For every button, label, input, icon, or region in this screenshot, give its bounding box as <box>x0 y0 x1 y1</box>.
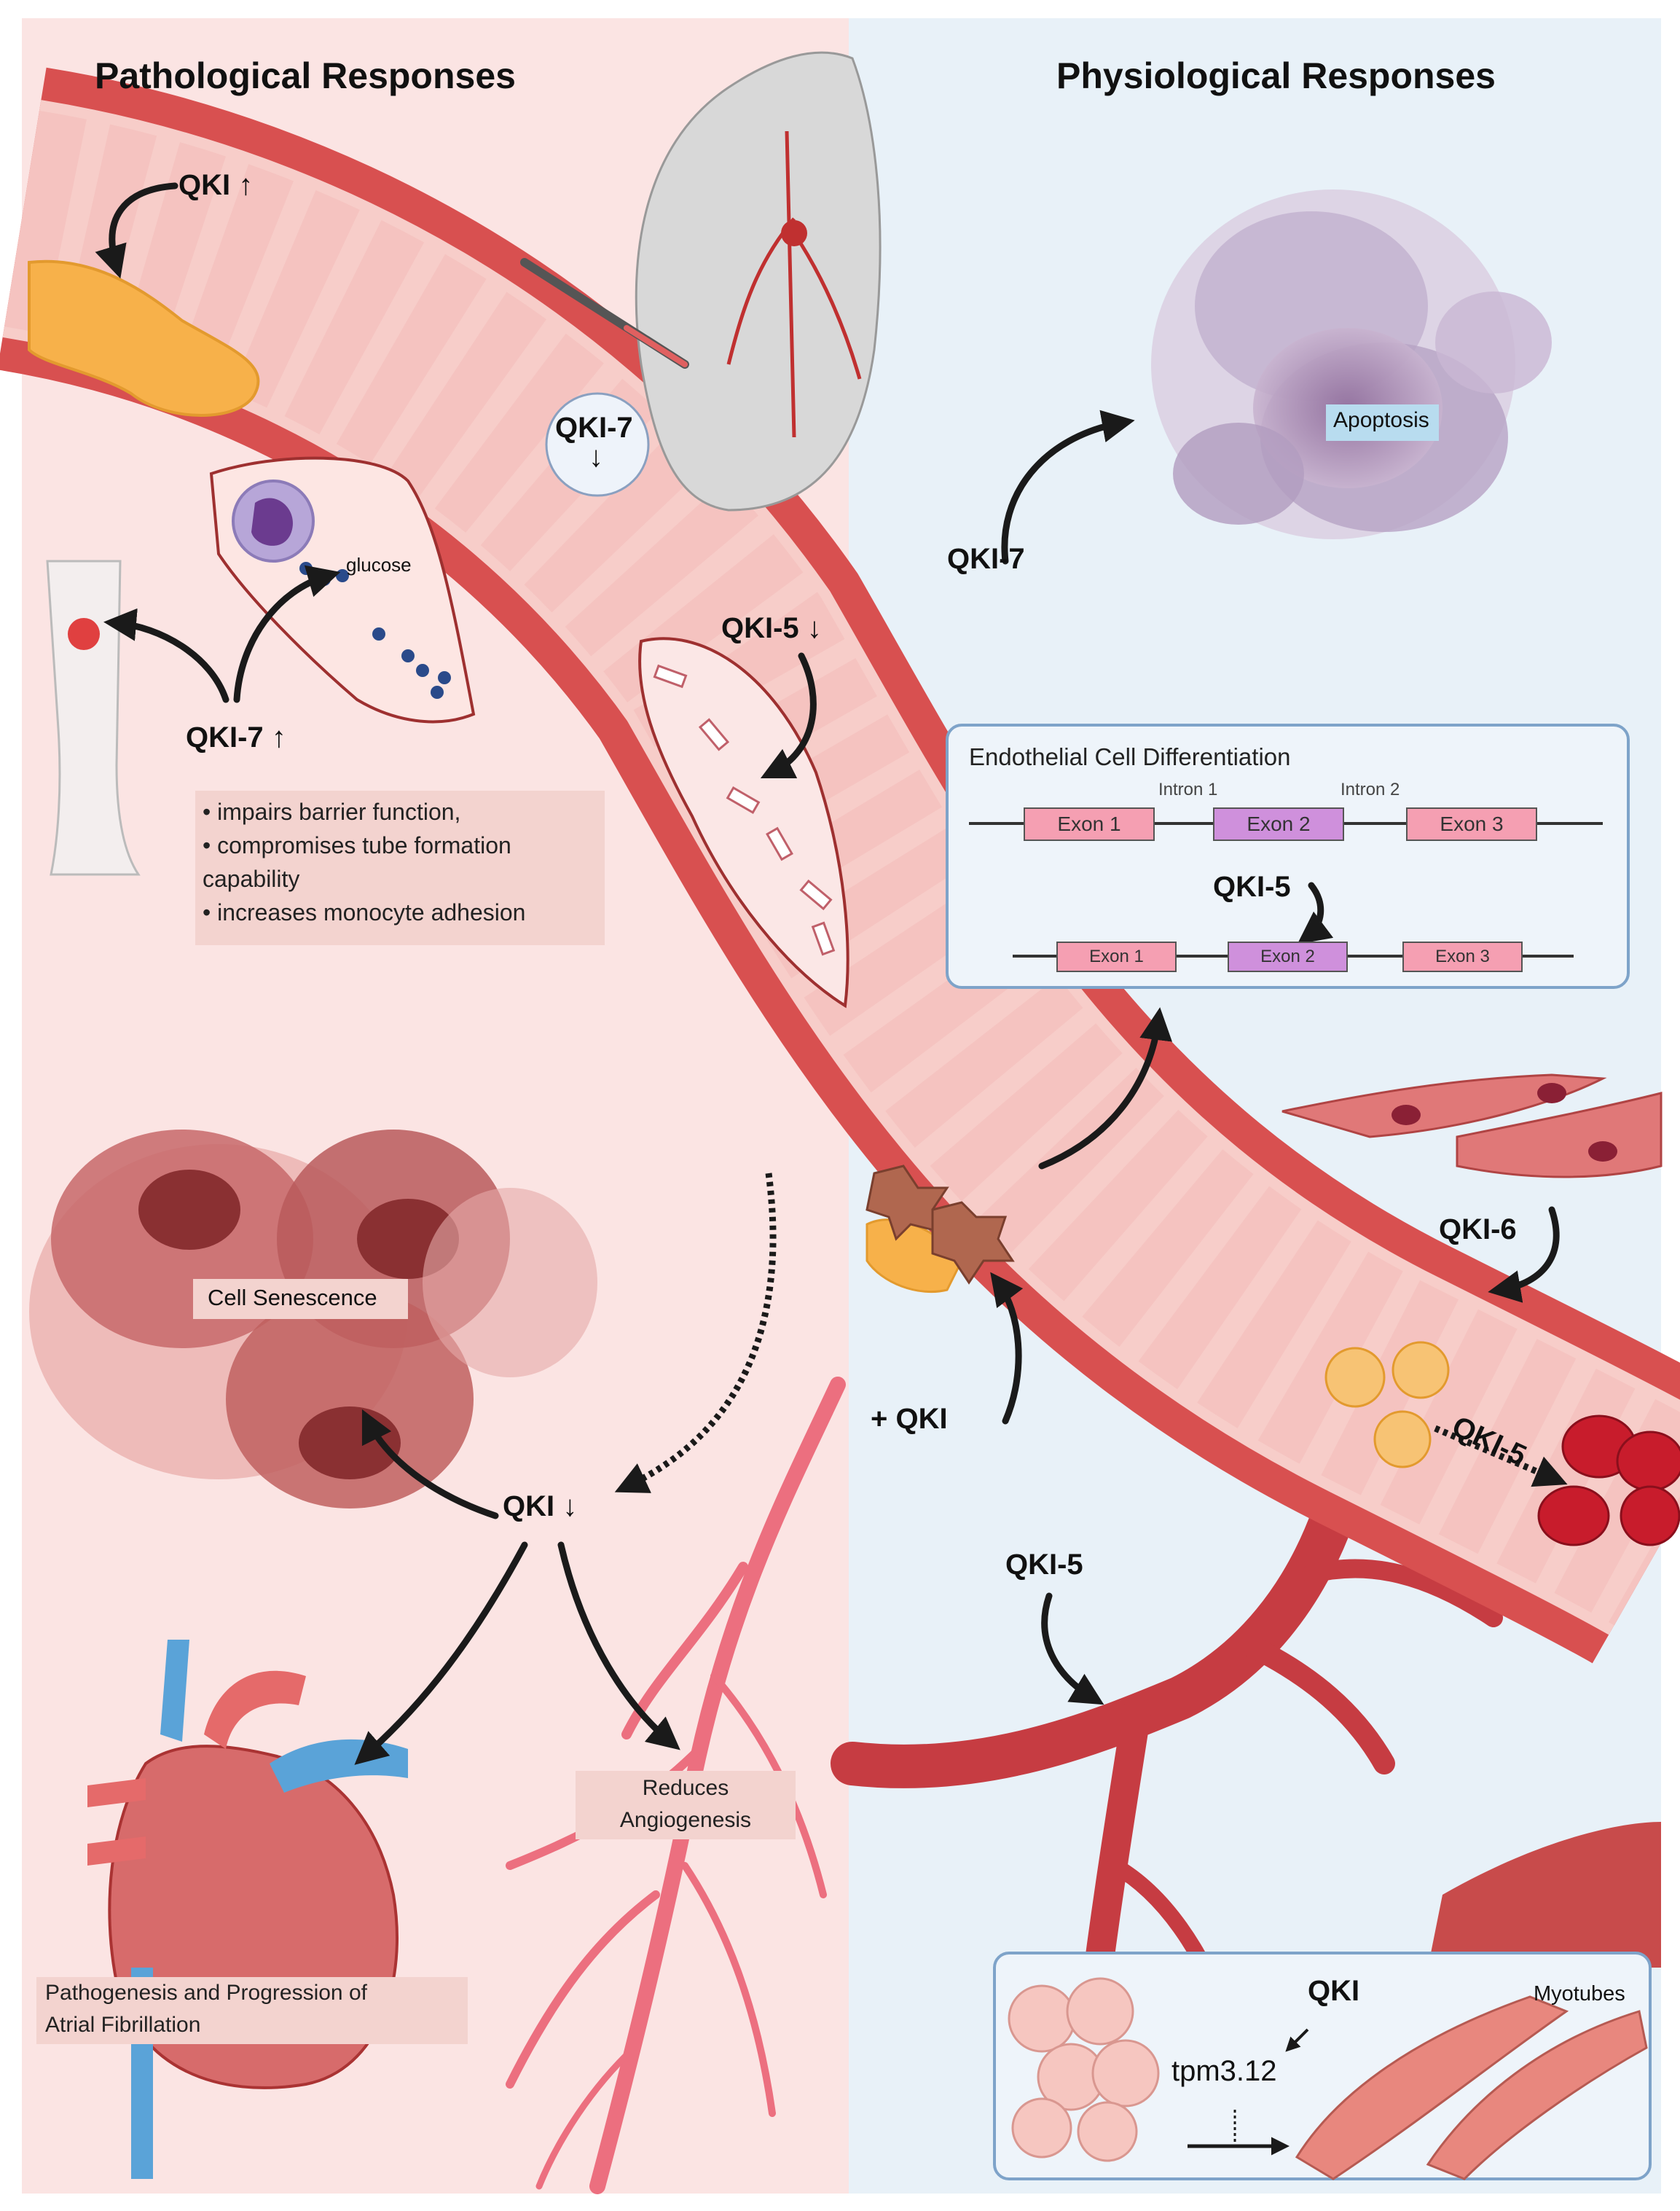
muscle-tissue <box>1428 1822 1661 1968</box>
apoptosis-label-box <box>1326 404 1439 441</box>
right-title: Physiological Responses <box>1056 55 1496 96</box>
label-qki7-mouse-arrow: ↓ <box>589 441 603 473</box>
orange-cell-top <box>28 259 260 417</box>
dotted-arrow-rbc <box>1434 1425 1568 1487</box>
qki7-mouse-circle <box>545 392 650 497</box>
reduces-angiogenesis-box: Reduces Angiogenesis <box>576 1771 796 1839</box>
mouse-heart <box>781 220 807 246</box>
impairs-box: • impairs barrier function, • compromise… <box>195 791 605 945</box>
label-tpm: tpm3.12 <box>1171 2055 1277 2087</box>
ecd-panel <box>946 724 1630 989</box>
qki-to-tpm-arrow <box>1285 2028 1309 2052</box>
label-glucose: glucose <box>346 554 412 576</box>
reduces-line-2: Angiogenesis <box>619 1808 752 1832</box>
qki5-inset <box>638 637 849 1009</box>
label-plus-qki: + QKI <box>871 1403 948 1435</box>
label-myotubes: Myotubes <box>1534 1982 1625 2005</box>
senescence-label-box <box>193 1279 408 1319</box>
blood-vessel-wall-inner-line <box>4 110 1680 1626</box>
impairs-line-3: capability <box>203 866 300 892</box>
impairs-line-1: • impairs barrier function, <box>203 799 461 825</box>
label-qki5-down: QKI-5 ↓ <box>721 612 822 644</box>
myotube-shapes <box>1295 1995 1648 2180</box>
monocyte-nucleus <box>251 498 293 546</box>
af-line-2: Atrial Fibrillation <box>45 2013 201 2037</box>
label-qki5-vessel: QKI-5 <box>1005 1549 1083 1581</box>
myoblast-cluster <box>1008 1977 1160 2162</box>
label-qki7-apoptosis: QKI-7 <box>947 543 1025 575</box>
af-line-1: Pathogenesis and Progression of <box>45 1981 367 2005</box>
red-blood-cells <box>1537 1414 1680 1546</box>
ecd-exon3-bottom: Exon 3 <box>1402 942 1523 972</box>
syringe-fill <box>624 325 688 367</box>
migrating-cells <box>865 1165 1015 1285</box>
reduces-line-1: Reduces <box>642 1776 729 1800</box>
af-box: Pathogenesis and Progression of Atrial F… <box>36 1977 468 2044</box>
smooth-muscle-nuclei <box>1392 1083 1617 1162</box>
ecd-exon1-top: Exon 1 <box>1024 807 1155 841</box>
blood-vessel-lumen <box>1 100 1680 1635</box>
impairs-line-4: • increases monocyte adhesion <box>203 899 526 926</box>
leaky-junctions <box>653 664 836 956</box>
progenitor-cells <box>1324 1341 1450 1468</box>
ecd-title: Endothelial Cell Differentiation <box>969 743 1291 770</box>
label-qki-down: QKI ↓ <box>503 1490 578 1522</box>
label-cell-senescence: Cell Senescence <box>208 1285 377 1310</box>
leg-lesion <box>68 618 100 650</box>
left-title: Pathological Responses <box>95 55 516 96</box>
label-qki-up-top: QKI ↑ <box>178 169 254 201</box>
label-qki-myo: QKI <box>1308 1975 1360 2007</box>
ecd-exon3-top: Exon 3 <box>1406 807 1537 841</box>
ecd-qki5: QKI-5 <box>1213 871 1291 903</box>
ecd-exon2-bottom: Exon 2 <box>1228 942 1348 972</box>
label-qki7-mouse: QKI-7 <box>555 412 633 444</box>
label-qki6: QKI-6 <box>1439 1213 1517 1245</box>
dotted-arrow-qki-down <box>614 1173 777 1493</box>
impairs-line-2: • compromises tube formation <box>203 832 511 858</box>
arrows <box>95 182 1560 1765</box>
mouse-body <box>635 51 882 512</box>
label-qki7-up: QKI-7 ↑ <box>186 721 286 754</box>
label-apoptosis: Apoptosis <box>1333 408 1429 432</box>
ecd-intron2: Intron 2 <box>1341 780 1400 799</box>
ecd-intron1: Intron 1 <box>1158 780 1218 799</box>
ecd-exon2-top: Exon 2 <box>1213 807 1344 841</box>
ecd-exon1-bottom: Exon 1 <box>1056 942 1177 972</box>
senescence-cluster <box>29 1130 597 1508</box>
